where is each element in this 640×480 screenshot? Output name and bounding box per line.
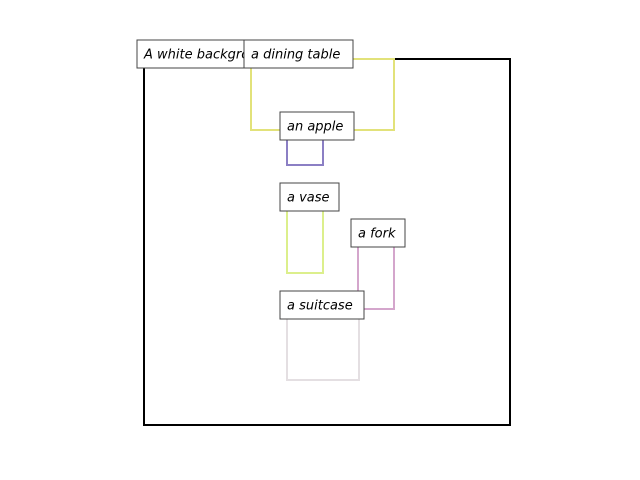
suitcase-label: a suitcase — [279, 290, 365, 320]
suitcase-label-box — [279, 290, 365, 320]
vase-box — [286, 200, 324, 274]
fork-label: a fork — [350, 218, 406, 248]
dining-table-label-box — [243, 39, 354, 69]
apple-label-box — [279, 111, 355, 141]
suitcase-label-text: a suitcase — [287, 299, 353, 314]
vase-label-text: a vase — [287, 191, 330, 206]
dining-table-label: a dining table — [243, 39, 354, 69]
vase-label: a vase — [279, 182, 340, 212]
apple-label-text: an apple — [287, 120, 343, 135]
background-label-text: A white background — [143, 48, 275, 63]
dining-table-label-text: a dining table — [251, 48, 340, 63]
vase-region — [286, 200, 324, 274]
apple-label: an apple — [279, 111, 355, 141]
vase-label-box — [279, 182, 340, 212]
fork-label-text: a fork — [358, 227, 396, 242]
fork-label-box — [350, 218, 406, 248]
